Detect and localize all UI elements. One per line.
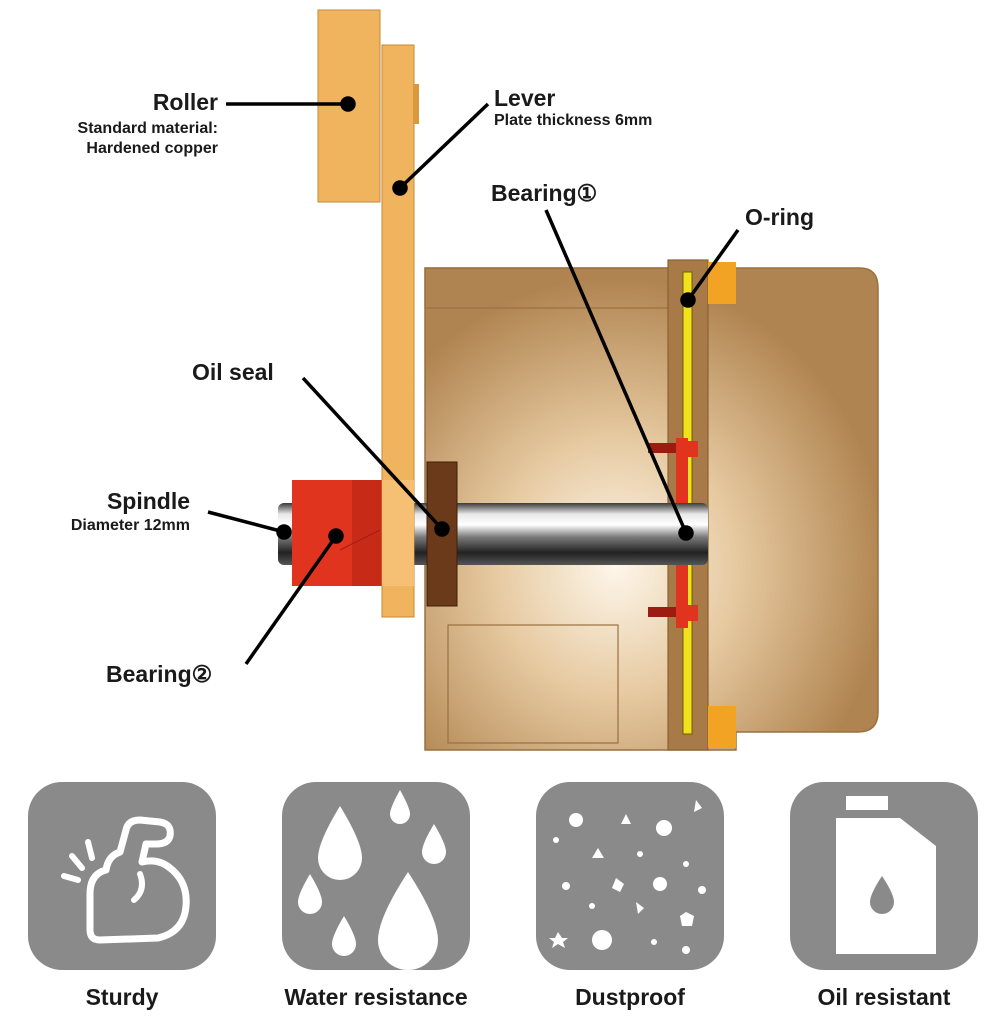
spindle-label: Spindle <box>106 488 190 514</box>
spindle-pointer-dot <box>276 524 292 540</box>
bearing-1-pointer-dot <box>678 525 694 541</box>
bearing-2-pointer-dot <box>328 528 344 544</box>
leader-lines <box>207 96 740 666</box>
bearing-1-label: Bearing① <box>491 180 598 206</box>
water-resistance-label: Water resistance <box>284 984 468 1010</box>
water-drops-icon <box>298 790 446 970</box>
spindle-diameter-note: Diameter 12mm <box>70 517 190 534</box>
water-resistance-tile <box>282 782 470 970</box>
dust-particles-icon <box>549 800 706 954</box>
oil-resistant-label: Oil resistant <box>817 984 951 1010</box>
sturdy-label: Sturdy <box>85 984 159 1010</box>
roller-material-value: Hardened copper <box>86 140 218 157</box>
lever-thickness-note: Plate thickness 6mm <box>494 112 653 129</box>
limit-switch-cross-section <box>207 9 879 751</box>
flexed-arm-icon <box>61 816 190 944</box>
dustproof-tile <box>536 782 724 970</box>
oil-seal-label: Oil seal <box>192 359 274 385</box>
sturdy-tile <box>28 782 216 970</box>
oil-seal-pointer-dot <box>434 521 450 537</box>
lever-pointer-dot <box>392 180 408 196</box>
dustproof-label: Dustproof <box>575 984 685 1010</box>
lever-label: Lever <box>494 85 556 111</box>
o-ring-pointer-dot <box>680 292 696 308</box>
bearing-2-label: Bearing② <box>106 661 213 687</box>
bearing-2 <box>292 480 385 586</box>
roller-material-label: Standard material: <box>77 120 218 137</box>
lever <box>381 44 419 618</box>
roller-pointer-dot <box>340 96 356 112</box>
oil-jug-icon <box>836 796 936 954</box>
oil-resistant-tile <box>790 782 978 970</box>
o-ring-label: O-ring <box>745 204 814 230</box>
roller-label: Roller <box>152 89 218 115</box>
